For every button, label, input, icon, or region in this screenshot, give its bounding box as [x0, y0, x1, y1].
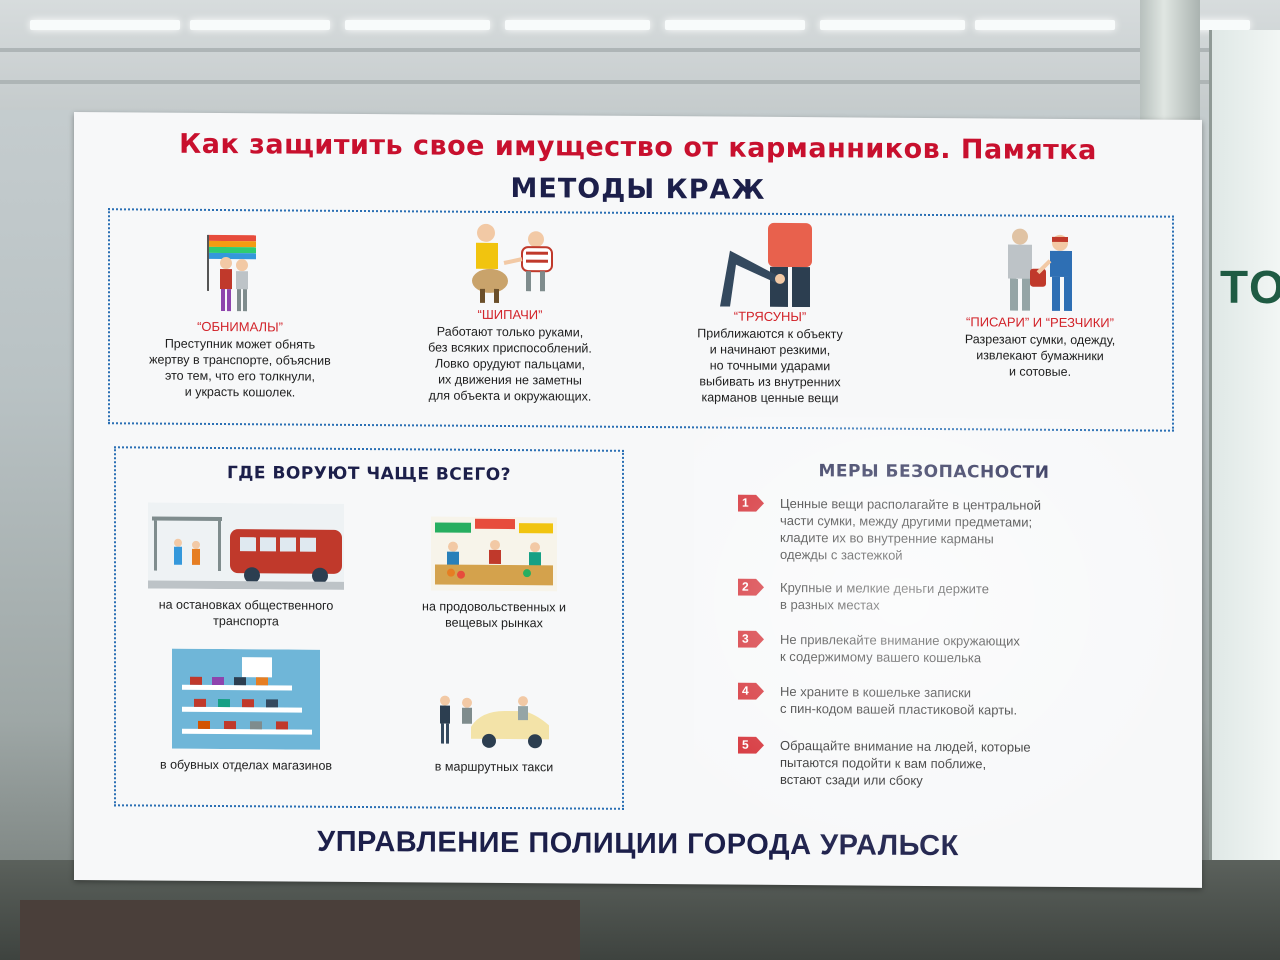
store-ceiling [0, 0, 1280, 110]
ceiling-light [505, 20, 650, 30]
method-card-tryasuny: “ТРЯСУНЫ” Приближаются к объекту и начин… [650, 214, 890, 416]
ceiling-light [190, 20, 330, 30]
ceiling-light [820, 20, 965, 30]
bus-stop-icon [148, 502, 344, 590]
safety-tip: 2 Крупные и мелкие деньги держите в разн… [738, 578, 1148, 618]
method-description: Преступник может обнять жертву в транспо… [149, 336, 331, 400]
method-card-obnimaly: “ОБНИМАЛЫ” Преступник может обнять жертв… [120, 224, 360, 426]
method-description: Разрезают сумки, одежду, извлекают бумаж… [964, 332, 1116, 379]
taxi-icon [431, 690, 557, 751]
ceiling-light [665, 20, 805, 30]
place-caption: в обувных отделах магазинов [159, 757, 333, 773]
ceiling-beam [0, 80, 1280, 84]
method-name: “ОБНИМАЛЫ” [197, 318, 283, 335]
shoe-shelves-icon [172, 648, 320, 750]
tip-number-badge: 5 [738, 736, 764, 754]
tip-number-badge: 4 [738, 682, 764, 700]
method-name: “ПИСАРИ” И “РЕЗЧИКИ” [966, 314, 1114, 331]
place-caption: в маршрутных такси [434, 759, 554, 775]
police-department-footer: УПРАВЛЕНИЕ ПОЛИЦИИ ГОРОДА УРАЛЬСК [317, 825, 959, 863]
anti-pickpocket-poster: Как защитить свое имущество от карманник… [74, 112, 1202, 888]
theft-methods-section: “ОБНИМАЛЫ” Преступник может обнять жертв… [108, 208, 1174, 432]
tip-text: Не храните в кошельке записки с пин-кодо… [780, 683, 1018, 718]
safety-tip: 4 Не храните в кошельке записки с пин-ко… [738, 682, 1148, 722]
place-bus-stop: на остановках общественного транспорта [126, 502, 366, 630]
safety-tip: 5 Обращайте внимание на людей, которые п… [738, 736, 1148, 794]
bag-cutter-icon [980, 226, 1100, 313]
poster-title: Как защитить свое имущество от карманник… [179, 128, 1097, 167]
hugging-couple-icon [180, 231, 300, 318]
shaking-thief-icon [710, 220, 830, 308]
ceiling-light [345, 20, 490, 30]
floor-mat [20, 900, 580, 960]
place-taxi: в маршрутных такси [374, 690, 614, 776]
safety-tip: 3 Не привлекайте внимание окружающих к с… [738, 630, 1148, 670]
method-name: “ШИПАЧИ” [477, 306, 543, 323]
tip-text: Обращайте внимание на людей, которые пыт… [780, 737, 1031, 788]
store-door: ТО [1209, 30, 1280, 960]
place-shoe-store: в обувных отделах магазинов [126, 648, 366, 774]
safety-title: МЕРЫ БЕЗОПАСНОСТИ [818, 461, 1050, 483]
methods-title: МЕТОДЫ КРАЖ [510, 173, 766, 206]
tip-text: Не привлекайте внимание окружающих к сод… [780, 631, 1020, 666]
ceiling-beam [0, 48, 1280, 52]
ceiling-light [1190, 20, 1250, 30]
place-caption: на остановках общественного транспорта [158, 597, 334, 629]
pickpocket-fingers-icon [450, 219, 570, 306]
where-they-steal-section: ГДЕ ВОРУЮТ ЧАЩЕ ВСЕГО? на остановках общ… [114, 446, 624, 810]
tip-number-badge: 2 [738, 578, 764, 596]
tip-number: 5 [742, 737, 749, 752]
method-name: “ТРЯСУНЫ” [733, 308, 807, 325]
place-market: на продовольственных и вещевых рынках [374, 516, 614, 632]
tip-number-badge: 1 [738, 494, 764, 512]
safety-tip: 1 Ценные вещи располагайте в центральной… [738, 494, 1148, 568]
tip-text: Ценные вещи располагайте в центральной ч… [780, 495, 1041, 563]
tip-number: 4 [742, 683, 749, 698]
tip-number: 3 [742, 631, 749, 646]
door-sign-text: ТО [1220, 261, 1280, 313]
tip-number: 2 [742, 579, 749, 594]
method-description: Работают только руками, без всяких присп… [428, 324, 592, 404]
tip-number: 1 [742, 495, 749, 510]
where-title: ГДЕ ВОРУЮТ ЧАЩЕ ВСЕГО? [226, 463, 512, 486]
method-card-pisari-rezchiki: “ПИСАРИ” И “РЕЗЧИКИ” Разрезают сумки, од… [920, 220, 1160, 422]
method-description: Приближаются к объекту и начинают резким… [697, 326, 843, 406]
place-caption: на продовольственных и вещевых рынках [422, 599, 566, 631]
method-card-shipachi: “ШИПАЧИ” Работают только руками, без вся… [390, 212, 630, 414]
tip-text: Крупные и мелкие деньги держите в разных… [780, 579, 989, 613]
ceiling-light [975, 20, 1115, 30]
tip-number-badge: 3 [738, 630, 764, 648]
ceiling-light [30, 20, 180, 30]
market-stall-icon [431, 516, 557, 592]
